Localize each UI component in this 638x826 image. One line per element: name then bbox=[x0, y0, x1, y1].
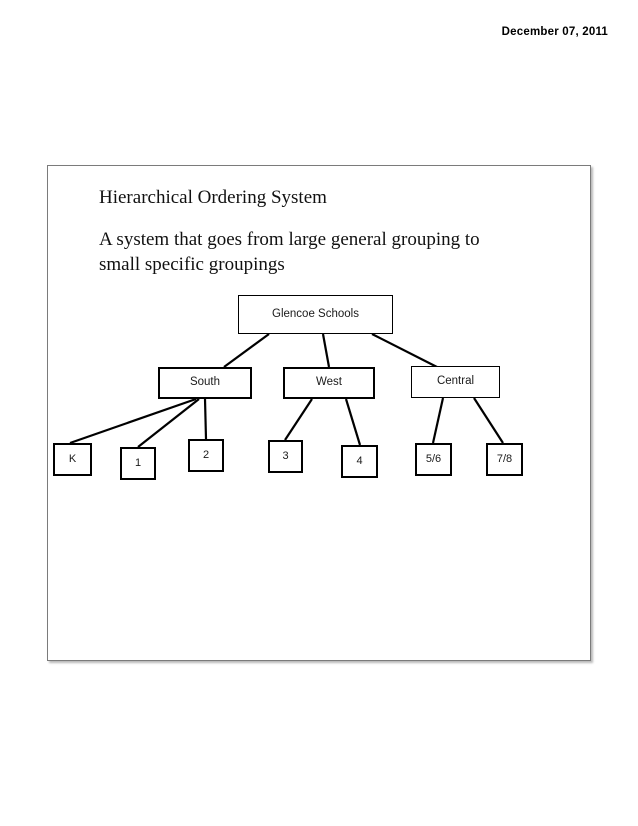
tree-node-west-label: West bbox=[316, 376, 342, 389]
connector-south-k bbox=[69, 397, 197, 445]
connector-west-4 bbox=[344, 398, 362, 446]
tree-node-central-label: Central bbox=[436, 375, 475, 388]
tree-node-central[interactable]: Central bbox=[411, 366, 500, 398]
tree-node-leaf-1[interactable]: 1 bbox=[120, 447, 156, 480]
tree-node-leaf-3[interactable]: 3 bbox=[268, 440, 303, 473]
tree-node-leaf-k-label: K bbox=[68, 453, 77, 465]
tree-node-root[interactable]: Glencoe Schools bbox=[238, 295, 393, 334]
tree-node-leaf-3-label: 3 bbox=[282, 450, 289, 462]
connector-central-78 bbox=[473, 397, 504, 444]
connector-root-central bbox=[371, 333, 438, 368]
connector-south-2 bbox=[203, 398, 208, 440]
tree-node-west[interactable]: West bbox=[283, 367, 375, 399]
tree-node-south[interactable]: South bbox=[158, 367, 252, 399]
tree-node-leaf-2[interactable]: 2 bbox=[188, 439, 224, 472]
connector-west-3 bbox=[284, 398, 313, 441]
tree-node-leaf-56[interactable]: 5/6 bbox=[415, 443, 452, 476]
tree-node-leaf-56-label: 5/6 bbox=[425, 453, 442, 465]
tree-node-leaf-78[interactable]: 7/8 bbox=[486, 443, 523, 476]
connector-south-1 bbox=[137, 398, 200, 448]
connector-root-west bbox=[321, 333, 331, 368]
document-date: December 07, 2011 bbox=[501, 26, 608, 38]
tree-node-south-label: South bbox=[189, 376, 221, 389]
tree-node-leaf-4[interactable]: 4 bbox=[341, 445, 378, 478]
tree-node-leaf-1-label: 1 bbox=[134, 457, 142, 469]
tree-node-leaf-78-label: 7/8 bbox=[496, 453, 513, 465]
slide-frame: Hierarchical Ordering System A system th… bbox=[47, 165, 591, 661]
connector-central-56 bbox=[431, 397, 445, 444]
slide-subtitle: A system that goes from large general gr… bbox=[99, 229, 480, 275]
tree-node-leaf-k[interactable]: K bbox=[53, 443, 92, 476]
tree-node-leaf-4-label: 4 bbox=[356, 455, 363, 467]
tree-node-leaf-2-label: 2 bbox=[202, 449, 210, 461]
slide-title: Hierarchical Ordering System bbox=[99, 187, 327, 208]
tree-node-root-label: Glencoe Schools bbox=[272, 307, 359, 320]
connector-root-south bbox=[223, 333, 270, 368]
